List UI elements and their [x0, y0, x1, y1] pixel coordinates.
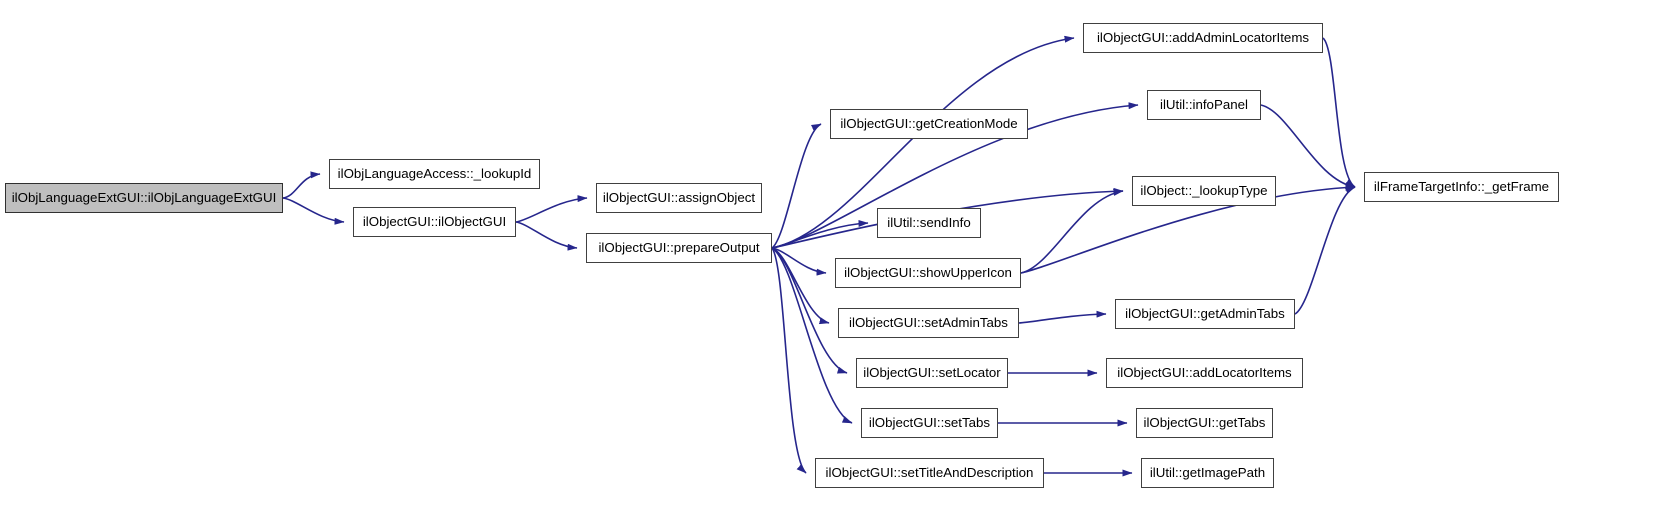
graph-edge: [1322, 37, 1356, 188]
graph-node-label: ilObjectGUI::setTabs: [868, 415, 991, 431]
graph-node-label: ilObjectGUI::assignObject: [602, 190, 756, 206]
graph-node-label: ilObjLanguageAccess::_lookupId: [337, 166, 532, 182]
graph-edge: [771, 247, 853, 424]
graph-node-label: ilFrameTargetInfo::_getFrame: [1373, 179, 1550, 195]
graph-edge: [771, 247, 848, 374]
graph-edge: [282, 197, 345, 225]
graph-node-ilobjectgui-prepareoutput[interactable]: ilObjectGUI::prepareOutput: [586, 233, 772, 263]
graph-node-ilobjectgui-addadminlocatoritems[interactable]: ilObjectGUI::addAdminLocatorItems: [1083, 23, 1323, 53]
graph-node-ilobjectgui-assignobject[interactable]: ilObjectGUI::assignObject: [596, 183, 762, 213]
graph-node-label: ilObjectGUI::setTitleAndDescription: [825, 465, 1034, 481]
graph-edge: [515, 195, 588, 223]
graph-node-ilobjlanguageaccess-lookupid[interactable]: ilObjLanguageAccess::_lookupId: [329, 159, 540, 189]
graph-node-ilobjectgui-settabs[interactable]: ilObjectGUI::setTabs: [861, 408, 998, 438]
graph-edge: [1294, 186, 1356, 315]
graph-node-ilobjectgui-setadmintabs[interactable]: ilObjectGUI::setAdminTabs: [838, 308, 1019, 338]
graph-node-label: ilUtil::sendInfo: [887, 215, 971, 231]
graph-edge: [1020, 183, 1356, 274]
graph-node-ilobjectgui-getadmintabs[interactable]: ilObjectGUI::getAdminTabs: [1115, 299, 1295, 329]
graph-node-label: ilObjectGUI::ilObjectGUI: [362, 214, 507, 230]
graph-node-label: ilObjLanguageExtGUI::ilObjLanguageExtGUI: [11, 190, 277, 206]
graph-node-label: ilUtil::infoPanel: [1160, 97, 1248, 113]
graph-node-label: ilUtil::getImagePath: [1149, 465, 1266, 481]
graph-edge: [771, 35, 1075, 249]
graph-node-label: ilObjectGUI::getCreationMode: [840, 116, 1018, 132]
graph-node-label: ilObjectGUI::setAdminTabs: [849, 315, 1008, 331]
graph-edge: [1018, 310, 1107, 324]
graph-node-label: ilObjectGUI::showUpperIcon: [844, 265, 1012, 281]
graph-node-label: ilObjectGUI::setLocator: [863, 365, 1001, 381]
graph-node-ilobject-lookuptype[interactable]: ilObject::_lookupType: [1132, 176, 1276, 206]
graph-edge: [282, 171, 321, 199]
graph-node-ilutil-getimagepath[interactable]: ilUtil::getImagePath: [1141, 458, 1274, 488]
graph-node-ilobjectgui-settitleanddescription[interactable]: ilObjectGUI::setTitleAndDescription: [815, 458, 1044, 488]
graph-edge: [771, 219, 869, 249]
graph-node-ilutil-infopanel[interactable]: ilUtil::infoPanel: [1147, 90, 1261, 120]
graph-node-ilobjectgui-showuppericon[interactable]: ilObjectGUI::showUpperIcon: [835, 258, 1021, 288]
graph-node-ilobjectgui-getcreationmode[interactable]: ilObjectGUI::getCreationMode: [830, 109, 1028, 139]
graph-edge: [771, 247, 807, 474]
graph-node-label: ilObjectGUI::addLocatorItems: [1117, 365, 1292, 381]
graph-node-ilobjectgui-gettabs[interactable]: ilObjectGUI::getTabs: [1136, 408, 1273, 438]
graph-edge: [771, 123, 822, 249]
graph-edge: [771, 247, 827, 276]
graph-node-ilutil-sendinfo[interactable]: ilUtil::sendInfo: [877, 208, 981, 238]
graph-edge: [1260, 104, 1356, 189]
graph-node-ilobjlanguageextgui-ilobjlanguageextgui[interactable]: ilObjLanguageExtGUI::ilObjLanguageExtGUI: [5, 183, 283, 213]
graph-node-ilobjectgui-addlocatoritems[interactable]: ilObjectGUI::addLocatorItems: [1106, 358, 1303, 388]
graph-node-label: ilObjectGUI::getTabs: [1143, 415, 1266, 431]
graph-edge: [515, 221, 578, 251]
graph-node-label: ilObjectGUI::prepareOutput: [598, 240, 760, 256]
graph-node-ilobjectgui-setlocator[interactable]: ilObjectGUI::setLocator: [856, 358, 1008, 388]
graph-edge: [1020, 188, 1124, 274]
graph-node-label: ilObject::_lookupType: [1140, 183, 1268, 199]
graph-node-label: ilObjectGUI::getAdminTabs: [1125, 306, 1285, 322]
graph-node-ilframetargetinfo-getframe[interactable]: ilFrameTargetInfo::_getFrame: [1364, 172, 1559, 202]
graph-node-ilobjectgui-ilobjectgui[interactable]: ilObjectGUI::ilObjectGUI: [353, 207, 516, 237]
graph-node-label: ilObjectGUI::addAdminLocatorItems: [1096, 30, 1310, 46]
